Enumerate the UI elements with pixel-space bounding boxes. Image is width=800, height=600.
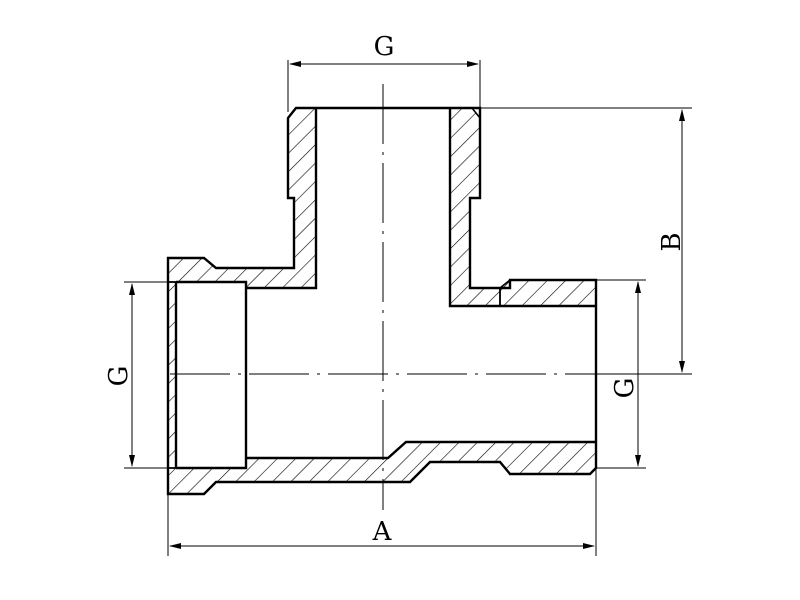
dim-left-g: G: [104, 281, 176, 469]
dim-a: A: [167, 468, 597, 556]
dim-top-g: G: [287, 32, 481, 112]
dim-label-right-g: G: [610, 378, 640, 399]
center-lines: [170, 84, 600, 510]
wall-sections: [167, 107, 597, 495]
dim-label-a: A: [372, 517, 393, 547]
right-top-wall: [499, 279, 597, 307]
dim-b: B: [474, 107, 692, 375]
dim-label-top-g: G: [374, 32, 395, 62]
dim-label-b: B: [657, 232, 687, 251]
dim-right-g: G: [596, 279, 646, 469]
top-right-wall: [449, 107, 501, 307]
dim-label-left-g: G: [104, 366, 134, 387]
